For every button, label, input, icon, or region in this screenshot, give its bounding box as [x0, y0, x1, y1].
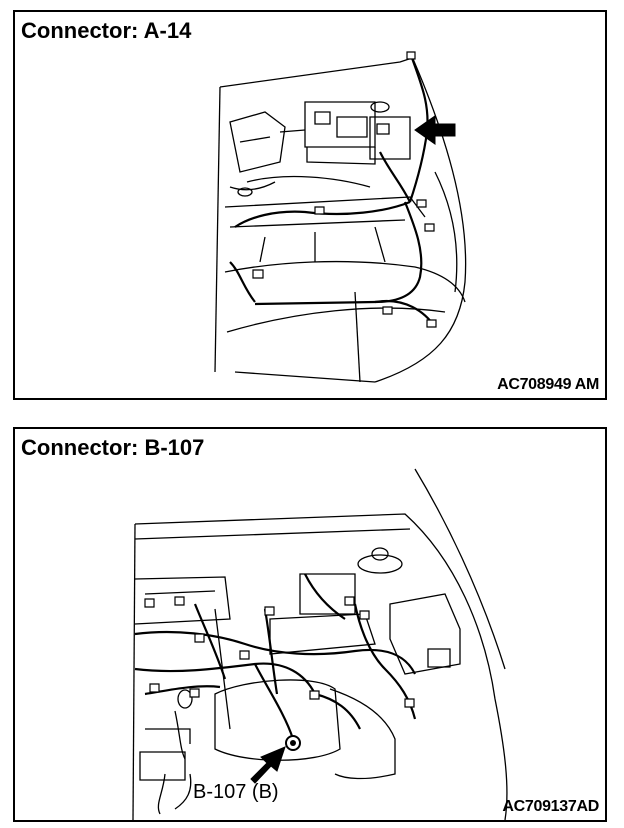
diagram-panel-a14: Connector: A-14: [13, 10, 607, 400]
panel-title: Connector: A-14: [21, 18, 192, 43]
engine-bay-illustration: [15, 12, 605, 398]
engine-bay-illustration: [15, 429, 605, 820]
connector-callout-label: B-107 (B): [193, 781, 279, 803]
figure-code: AC708949 AM: [497, 376, 599, 393]
panel-title: Connector: B-107: [21, 435, 205, 460]
figure-code: AC709137AD: [502, 798, 599, 815]
callout-arrow: [415, 116, 455, 144]
callout-arrow: [251, 747, 285, 783]
diagram-panel-b107: Connector: B-107: [13, 427, 607, 822]
